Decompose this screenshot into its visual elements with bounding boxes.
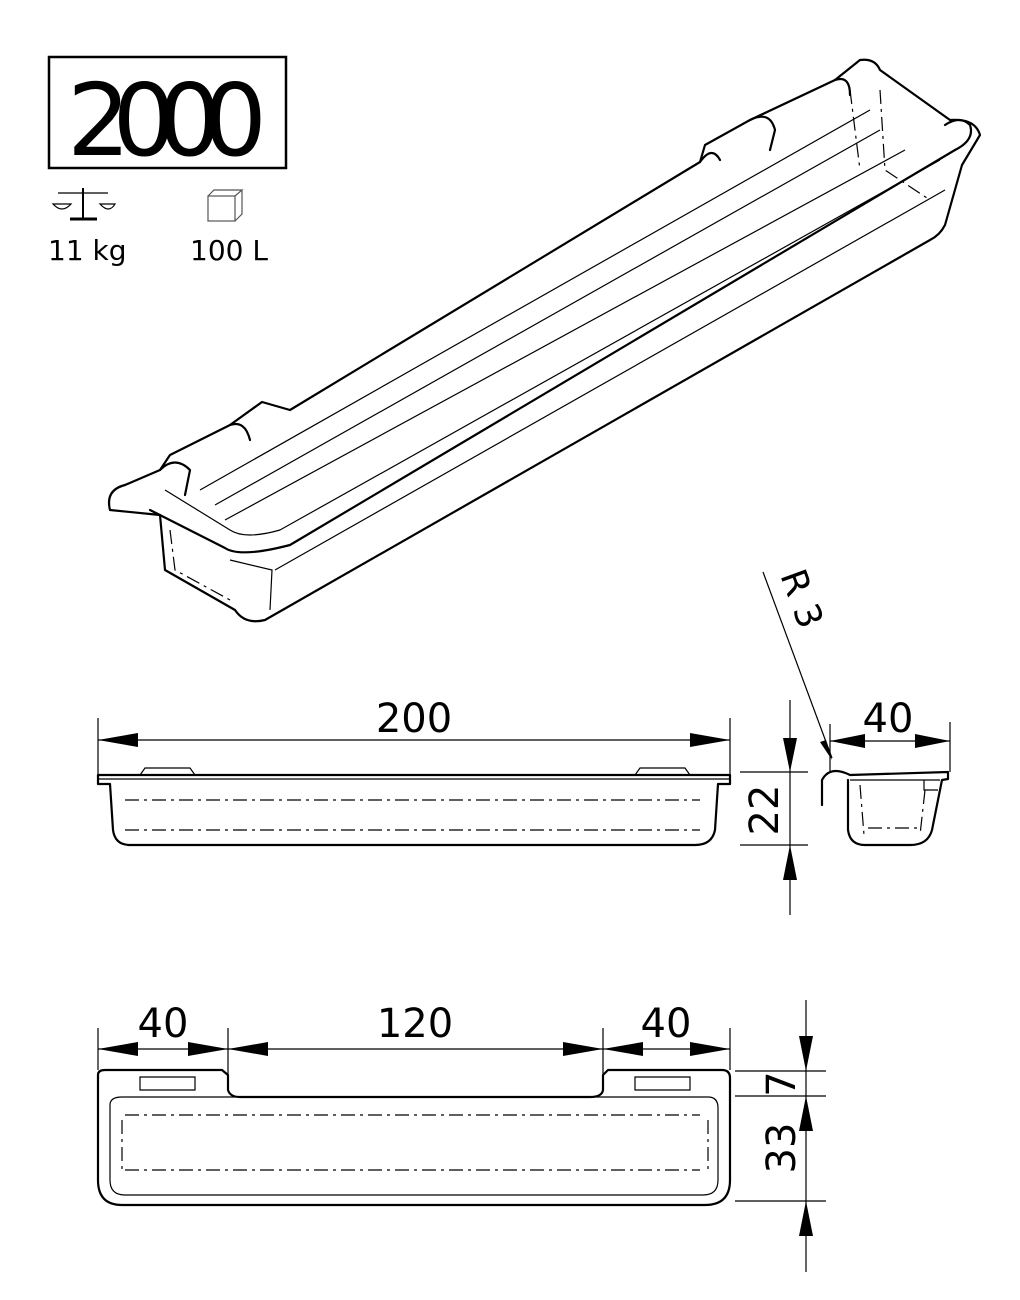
length-value: 200 <box>376 696 452 742</box>
right-segment-value: 40 <box>641 1001 692 1047</box>
lip-height-value: 7 <box>759 1071 805 1096</box>
radius-leader <box>762 571 833 759</box>
middle-segment-value: 120 <box>377 1001 453 1047</box>
height-value: 22 <box>742 785 788 836</box>
model-number: 2000 <box>67 62 267 179</box>
left-segment-value: 40 <box>138 1001 189 1047</box>
width-dimension: 40 <box>829 696 951 772</box>
trough-top-view <box>96 1068 732 1207</box>
top-height-dimension: 7 33 <box>735 1000 826 1272</box>
volume-label: 100 L <box>190 234 268 267</box>
top-segments-dimension: 40 120 40 <box>97 1001 731 1075</box>
trough-isometric-view <box>107 58 982 623</box>
radius-label: R 3 <box>772 564 831 634</box>
body-height-value: 33 <box>759 1123 805 1174</box>
trough-side-view <box>820 769 950 847</box>
height-dimension: 22 <box>740 700 808 915</box>
scale-icon <box>51 188 117 221</box>
length-dimension: 200 <box>97 696 731 775</box>
cube-icon <box>207 189 244 222</box>
trough-front-view <box>96 767 732 847</box>
model-badge: 2000 <box>47 55 288 179</box>
weight-label: 11 kg <box>48 234 127 267</box>
width-value: 40 <box>863 696 914 742</box>
